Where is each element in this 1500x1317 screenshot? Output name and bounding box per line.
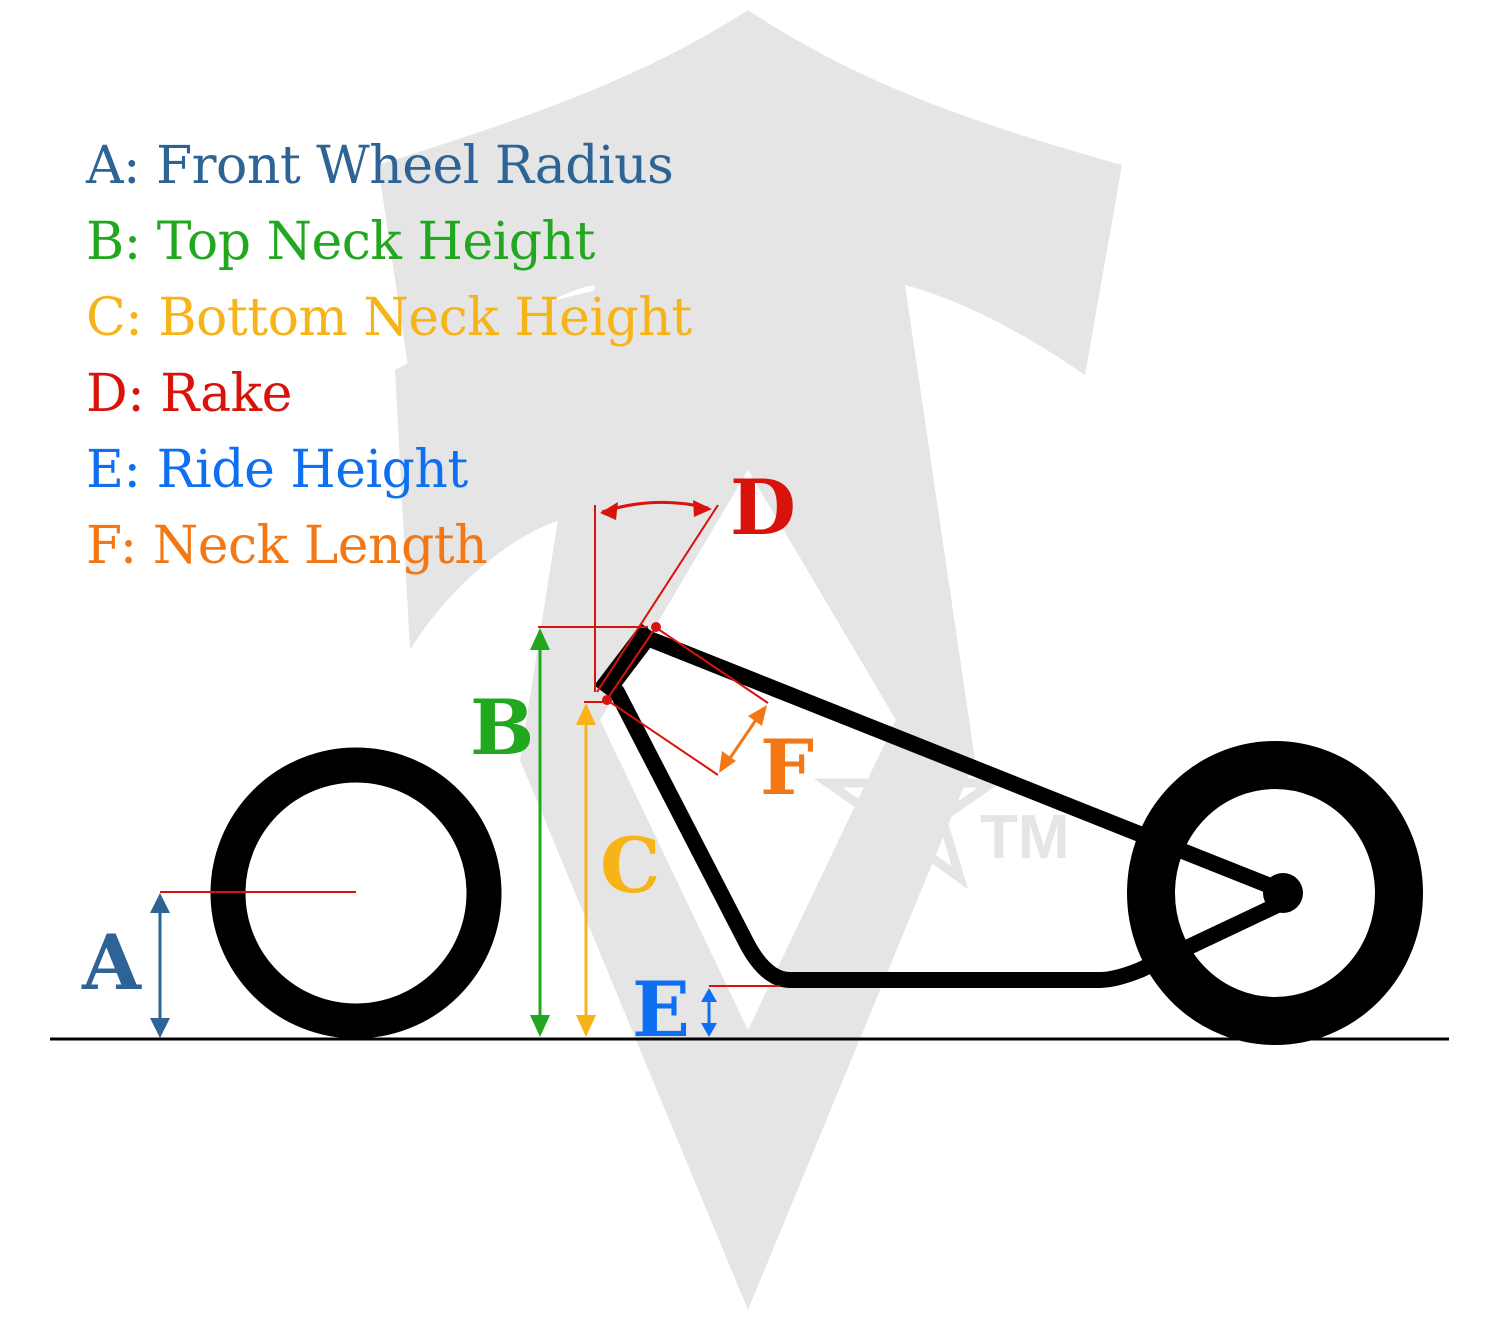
legend-item-a: A: Front Wheel Radius: [86, 136, 674, 196]
watermark-star-icon: [813, 707, 1007, 890]
label-a: A: [82, 918, 141, 1007]
frame: [609, 632, 1296, 988]
label-c: C: [600, 821, 661, 910]
label-d: D: [730, 463, 796, 552]
dimension-f: [602, 622, 769, 776]
legend-item-b: B: Top Neck Height: [86, 212, 595, 272]
label-e: E: [632, 965, 690, 1054]
legend-item-d: D: Rake: [86, 364, 292, 424]
watermark-logo: [378, 10, 1122, 1310]
rear-wheel: [1127, 741, 1423, 1045]
legend-item-c: C: Bottom Neck Height: [86, 288, 692, 348]
label-b: B: [470, 683, 535, 772]
dimension-e: [701, 985, 780, 1037]
dimension-b: [530, 626, 648, 1037]
dimension-a: [150, 891, 356, 1038]
legend-item-f: F: Neck Length: [86, 516, 488, 576]
legend: A: Front Wheel Radius B: Top Neck Height…: [86, 128, 692, 584]
neck-tube: [594, 623, 659, 699]
label-f: F: [760, 723, 814, 812]
rear-axle: [1263, 873, 1303, 913]
watermark-tm: TM: [980, 803, 1070, 872]
dimension-d: [594, 500, 719, 693]
legend-item-e: E: Ride Height: [86, 440, 468, 500]
